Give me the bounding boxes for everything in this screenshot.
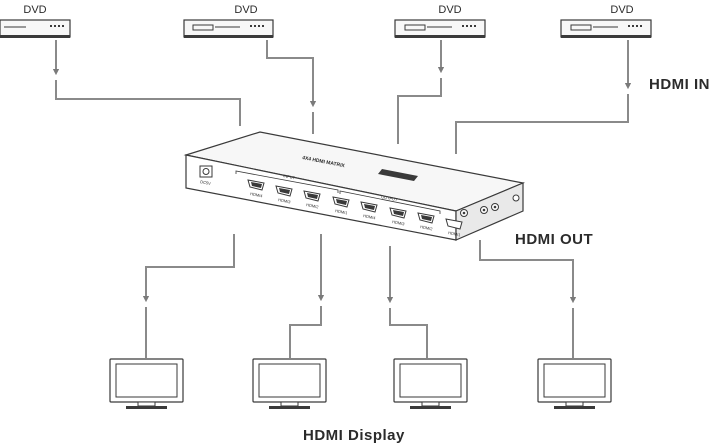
dvd-label-3: DVD (438, 4, 462, 16)
display-3 (393, 358, 468, 409)
hdmi-out-label: HDMI OUT (515, 231, 594, 248)
output-cable-4 (479, 240, 577, 358)
input-cable-1 (52, 40, 241, 126)
port-label-5: HDMI4 (363, 213, 377, 220)
input-group-label: INPUT (283, 173, 296, 180)
dvd-label-1: DVD (23, 4, 47, 16)
dvd-label-2: DVD (234, 4, 258, 16)
power-label: DC5V (200, 179, 212, 186)
port-label-1: HDMI4 (250, 191, 264, 198)
output-cable-2 (289, 234, 325, 358)
display-1 (109, 358, 184, 409)
port-label-3: HDMI2 (306, 202, 320, 209)
input-cable-3 (397, 40, 445, 144)
port-label-6: HDMI3 (392, 219, 406, 226)
display-4 (537, 358, 612, 409)
output-cable-1 (142, 234, 235, 358)
hdmi-matrix-switch (183, 131, 526, 241)
input-cable-4 (455, 40, 632, 154)
display-2 (252, 358, 327, 409)
dvd-player-2 (183, 19, 274, 38)
dvd-player-1 (0, 19, 71, 38)
port-label-2: HDMI3 (278, 197, 292, 204)
dvd-player-4 (560, 19, 652, 38)
output-group-label: OUTPUT (381, 194, 399, 202)
port-label-4: HDMI1 (335, 208, 349, 215)
dvd-label-4: DVD (610, 4, 634, 16)
hdmi-in-label: HDMI IN (649, 76, 710, 93)
dvd-player-3 (394, 19, 486, 38)
output-cable-3 (386, 246, 428, 358)
input-cable-2 (266, 40, 317, 134)
hdmi-display-label: HDMI Display (303, 427, 405, 444)
port-label-7: HDMI2 (420, 224, 434, 231)
port-label-8: HDMI1 (448, 230, 462, 237)
